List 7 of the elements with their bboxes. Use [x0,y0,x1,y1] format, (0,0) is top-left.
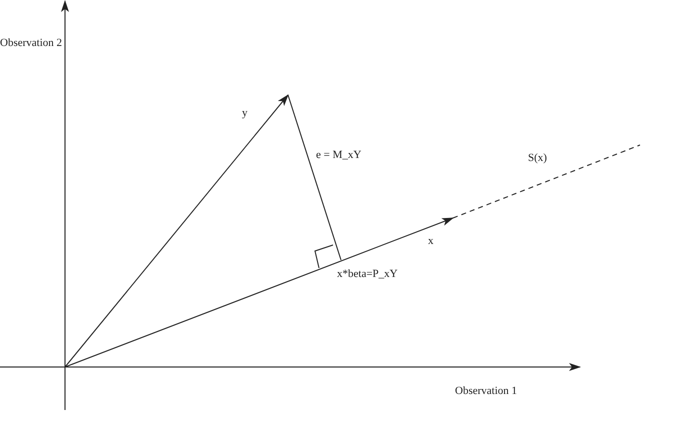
vector-label: x*beta=P_xY [337,269,398,280]
vector-label: x [428,236,434,247]
axis-label: Observation 2 [0,38,62,49]
vector-label: y [242,108,248,119]
vector-label: e = M_xY [316,150,362,161]
axis-label: Observation 1 [455,386,518,397]
subspace-label: S(x) [528,153,547,164]
